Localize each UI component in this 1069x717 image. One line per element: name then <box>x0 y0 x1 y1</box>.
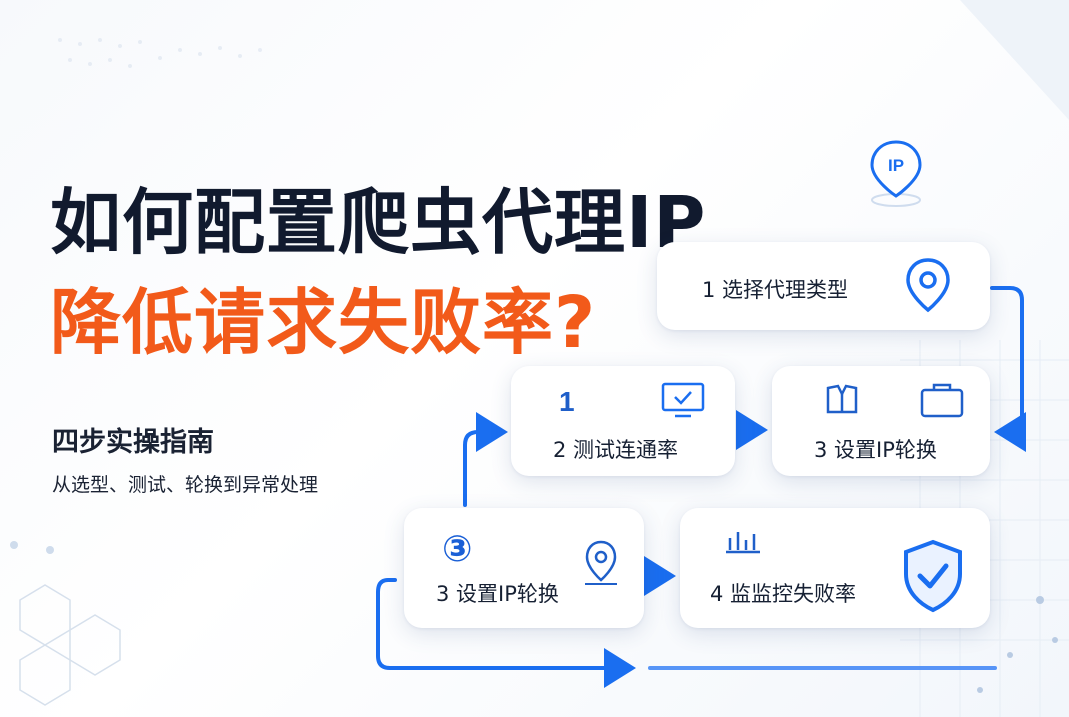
map-pin-icon <box>585 540 617 585</box>
step-card-ip-rotation-2[interactable]: ③ 3 设置IP轮换 <box>404 508 644 628</box>
subtitle-caption: 从选型、测试、轮换到异常处理 <box>52 474 319 496</box>
page-title-highlight: 降低请求失败率? <box>50 281 597 364</box>
subtitle-heading: 四步实操指南 <box>52 427 214 458</box>
step-label: 4 监监控失败率 <box>710 582 857 606</box>
chart-icon <box>726 532 760 554</box>
book-icon <box>826 384 858 414</box>
step-card-select-proxy[interactable]: 1 选择代理类型 <box>657 242 990 330</box>
step-number: 1 <box>559 386 575 417</box>
monitor-check-icon <box>661 382 705 418</box>
step-label: 1 选择代理类型 <box>702 278 849 302</box>
location-pin-icon <box>906 258 950 313</box>
briefcase-icon <box>920 383 964 418</box>
step-card-test-connectivity[interactable]: 1 2 测试连通率 <box>511 366 735 476</box>
step-number: ③ <box>442 528 473 569</box>
page-title: 如何配置爬虫代理IP <box>50 181 707 264</box>
step-label: 2 测试连通率 <box>553 438 679 462</box>
ip-pin-label: IP <box>888 156 904 175</box>
ip-pin-icon: IP <box>870 140 922 207</box>
shield-check-icon <box>904 539 962 613</box>
step-label: 3 设置IP轮换 <box>436 582 559 606</box>
step-label: 3 设置IP轮换 <box>814 438 937 462</box>
step-card-ip-rotation[interactable]: 3 设置IP轮换 <box>772 366 990 476</box>
step-card-monitor-failure[interactable]: 4 监监控失败率 <box>680 508 990 628</box>
